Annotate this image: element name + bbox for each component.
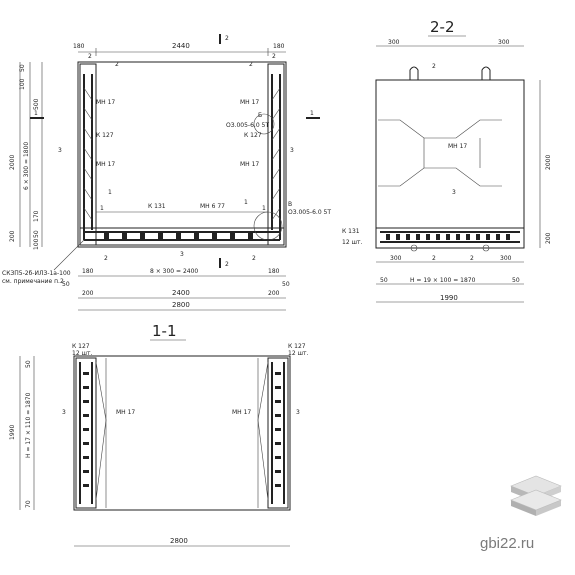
section-22-dim-bottom-h: Н = 19 × 100 = 1870 — [410, 277, 476, 284]
plan-dim-bottom-50a: 50 — [62, 281, 70, 288]
plan-label-2-f: 2 — [272, 53, 276, 60]
plan-dim-top-left: 180 — [73, 43, 85, 50]
section-22-dim-top-left: 300 — [388, 39, 400, 46]
plan-dim-bottom-180a: 180 — [82, 268, 94, 275]
section-11-title: 1-1 — [152, 322, 177, 340]
plan-dim-left-100b: 100 — [33, 238, 40, 250]
section-11-dim-left-70: 70 — [25, 500, 32, 508]
plan-label-k127-b: К 127 — [244, 132, 262, 139]
plan-bottom-rebar — [84, 231, 280, 241]
plan-label-3-right: 3 — [290, 147, 294, 154]
section-11-label-k127-left: К 127 — [72, 343, 90, 350]
section-1-1: 1-1 — [9, 322, 309, 547]
section-11-label-3-right: 3 — [296, 409, 300, 416]
section-11-dim-left-1990: 1990 — [9, 425, 16, 440]
plan-label-2-b: 2 — [249, 61, 253, 68]
plan-dim-left-500: 500 — [33, 98, 40, 110]
plan-dim-left-50b: 50 — [33, 230, 40, 238]
watermark-text[interactable]: gbi22.ru — [480, 535, 535, 552]
plan-dim-top-right: 180 — [273, 43, 285, 50]
section-11-dim-left-h: Н = 17 × 110 = 1870 — [25, 392, 32, 458]
section-22-bottom-rebar — [386, 234, 510, 240]
plan-label-mn17-d: МН 17 — [240, 161, 259, 168]
plan-left-rebar — [83, 74, 93, 240]
plan-label-3-left: 3 — [58, 147, 62, 154]
plan-dim-bottom-8x300: 8 × 300 = 2400 — [150, 268, 198, 275]
section-22-dim-bottom-50a: 50 — [380, 277, 388, 284]
plan-label-2-e: 2 — [88, 53, 92, 60]
stacked-slabs-logo-icon — [510, 475, 562, 516]
plan-view: 180 2440 180 2 2 1 1 МН 17 МН 17 МН 17 М… — [2, 34, 331, 311]
callout-v-letter: В — [288, 201, 292, 208]
callout-b-spec: ОЗ.005-6.0 5Т — [226, 122, 269, 129]
section-11-label-mn17-left: МН 17 — [116, 409, 135, 416]
plan-dim-left-2000: 2000 — [9, 155, 16, 170]
section-11-label-12sht-right: 12 шт. — [288, 350, 309, 357]
plan-note-line-1: СКЗП5-2б-ИЛЗ-1а-100 — [2, 270, 71, 277]
plan-dim-left-170: 170 — [33, 210, 40, 222]
section-22-dim-bottom-50b: 50 — [512, 277, 520, 284]
section-22-label-2: 2 — [432, 63, 436, 70]
plan-dim-bottom-200b: 200 — [268, 290, 280, 297]
plan-label-2-a: 2 — [115, 61, 119, 68]
plan-dim-left-50: 50 — [19, 64, 26, 72]
section-11-label-12sht-left: 12 шт. — [72, 350, 93, 357]
plan-label-1-d: 1 — [262, 205, 266, 212]
section-22-label-12sht: 12 шт. — [342, 239, 363, 246]
plan-label-1-b: 1 — [244, 199, 248, 206]
plan-label-k131: К 131 — [148, 203, 166, 210]
plan-section-mark-top: 2 — [225, 35, 229, 42]
section-11-dim-left-50: 50 — [25, 360, 32, 368]
plan-dim-left-6x300: 6 × 300 = 1800 — [23, 142, 30, 190]
plan-label-3-bottom: 3 — [180, 251, 184, 258]
section-11-label-3-left: 3 — [62, 409, 66, 416]
plan-label-mn677: МН 6 77 — [200, 203, 225, 210]
section-2-2: 2-2 — [342, 18, 552, 303]
section-22-dim-bottom-300a: 300 — [390, 255, 402, 262]
plan-section-mark-left: 1 — [34, 110, 38, 117]
section-22-label-3: 3 — [452, 189, 456, 196]
plan-section-mark-bottom: 2 — [225, 261, 229, 268]
plan-label-mn17-b: МН 17 — [96, 161, 115, 168]
section-22-dim-top-right: 300 — [498, 39, 510, 46]
plan-dim-bottom-50b: 50 — [282, 281, 290, 288]
plan-dim-bottom-180b: 180 — [268, 268, 280, 275]
section-22-dim-bottom-300b: 300 — [500, 255, 512, 262]
plan-dim-left-200: 200 — [9, 230, 16, 242]
callout-v-spec: ОЗ.005-6.0 5Т — [288, 209, 331, 216]
section-22-label-k131: К 131 — [342, 228, 360, 235]
section-11-right-bars — [275, 372, 281, 487]
plan-dim-top-center: 2440 — [172, 42, 190, 50]
section-22-dim-bottom-2b: 2 — [470, 255, 474, 262]
plan-label-mn17-c: МН 17 — [240, 99, 259, 106]
callout-b-letter: Б — [258, 112, 262, 119]
plan-dim-left-100: 100 — [19, 78, 26, 90]
section-11-dim-bottom-2800: 2800 — [170, 537, 188, 545]
section-11-label-k127-right: К 127 — [288, 343, 306, 350]
plan-label-1-a: 1 — [108, 189, 112, 196]
plan-dim-bottom-2800: 2800 — [172, 301, 190, 309]
section-11-label-mn17-right: МН 17 — [232, 409, 251, 416]
plan-dim-bottom-2400: 2400 — [172, 289, 190, 297]
section-22-label-mn17: МН 17 — [448, 143, 467, 150]
plan-right-rebar — [271, 74, 281, 240]
plan-label-k127-a: К 127 — [96, 132, 114, 139]
plan-dim-bottom-200a: 200 — [82, 290, 94, 297]
plan-label-1-c: 1 — [100, 205, 104, 212]
section-22-dim-bottom-2a: 2 — [432, 255, 436, 262]
section-22-dim-right-2000: 2000 — [545, 155, 552, 170]
section-11-left-bars — [83, 372, 89, 487]
plan-label-2-c: 2 — [104, 255, 108, 262]
section-22-dim-right-200: 200 — [545, 232, 552, 244]
plan-note-line-2: см. примечание п.2 — [2, 278, 64, 285]
section-22-dim-bottom-1990: 1990 — [440, 294, 458, 302]
plan-section-mark-right: 1 — [310, 110, 314, 117]
plan-label-2-d: 2 — [252, 255, 256, 262]
section-22-title: 2-2 — [430, 18, 455, 36]
plan-label-mn17-a: МН 17 — [96, 99, 115, 106]
